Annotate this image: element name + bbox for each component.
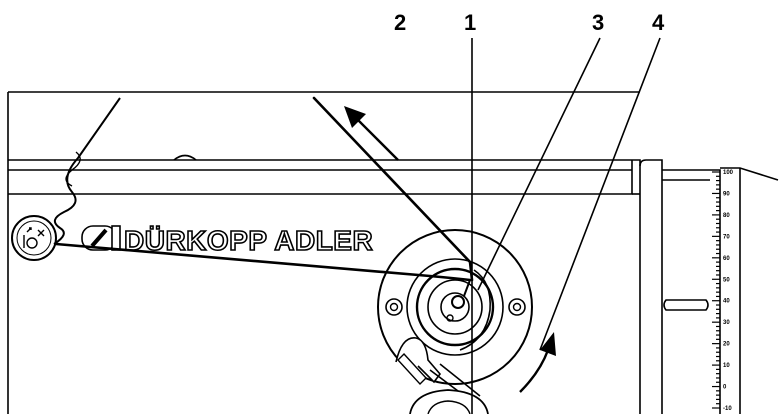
thread-spring-coil [65, 151, 81, 187]
top-screw-bump [173, 154, 197, 161]
callout-2: 2 [394, 10, 406, 35]
scale-label: 40 [723, 299, 730, 305]
callout-3: 3 [592, 10, 604, 35]
bobbin-winder [377, 229, 533, 414]
scale-label: 30 [723, 320, 730, 326]
scale-label: 0 [723, 385, 727, 391]
scale-label: -10 [723, 406, 732, 412]
scale-label: 80 [723, 213, 730, 219]
machine-arm [7, 91, 641, 414]
handwheel-slot [663, 299, 709, 311]
scale-label: 60 [723, 256, 730, 262]
callout-leaders [471, 37, 661, 414]
tension-symbol-icon [23, 227, 45, 249]
thread-spring [53, 97, 121, 245]
scale-label: 100 [723, 170, 734, 176]
brand-name: DÜRKOPP ADLER [124, 225, 373, 256]
callout-4: 4 [652, 10, 665, 35]
scale-label: 70 [723, 234, 730, 240]
scale-label: 50 [723, 277, 730, 283]
scale-label: 20 [723, 342, 730, 348]
leader-3 [477, 37, 601, 291]
brand-logo: DÜRKOPP ADLER [81, 224, 374, 257]
bobbin-spindle [451, 295, 465, 309]
rotation-arrow-4 [519, 332, 556, 393]
thread-tension-knob [11, 215, 57, 261]
scale-label: 10 [723, 363, 730, 369]
callout-1: 1 [464, 10, 476, 35]
handwheel [639, 159, 779, 414]
mounting-screw-right [508, 298, 526, 316]
scale-label: 90 [723, 191, 730, 197]
mounting-screw-left [385, 298, 403, 316]
leader-4 [539, 37, 661, 351]
direction-arrow-2 [344, 106, 399, 161]
